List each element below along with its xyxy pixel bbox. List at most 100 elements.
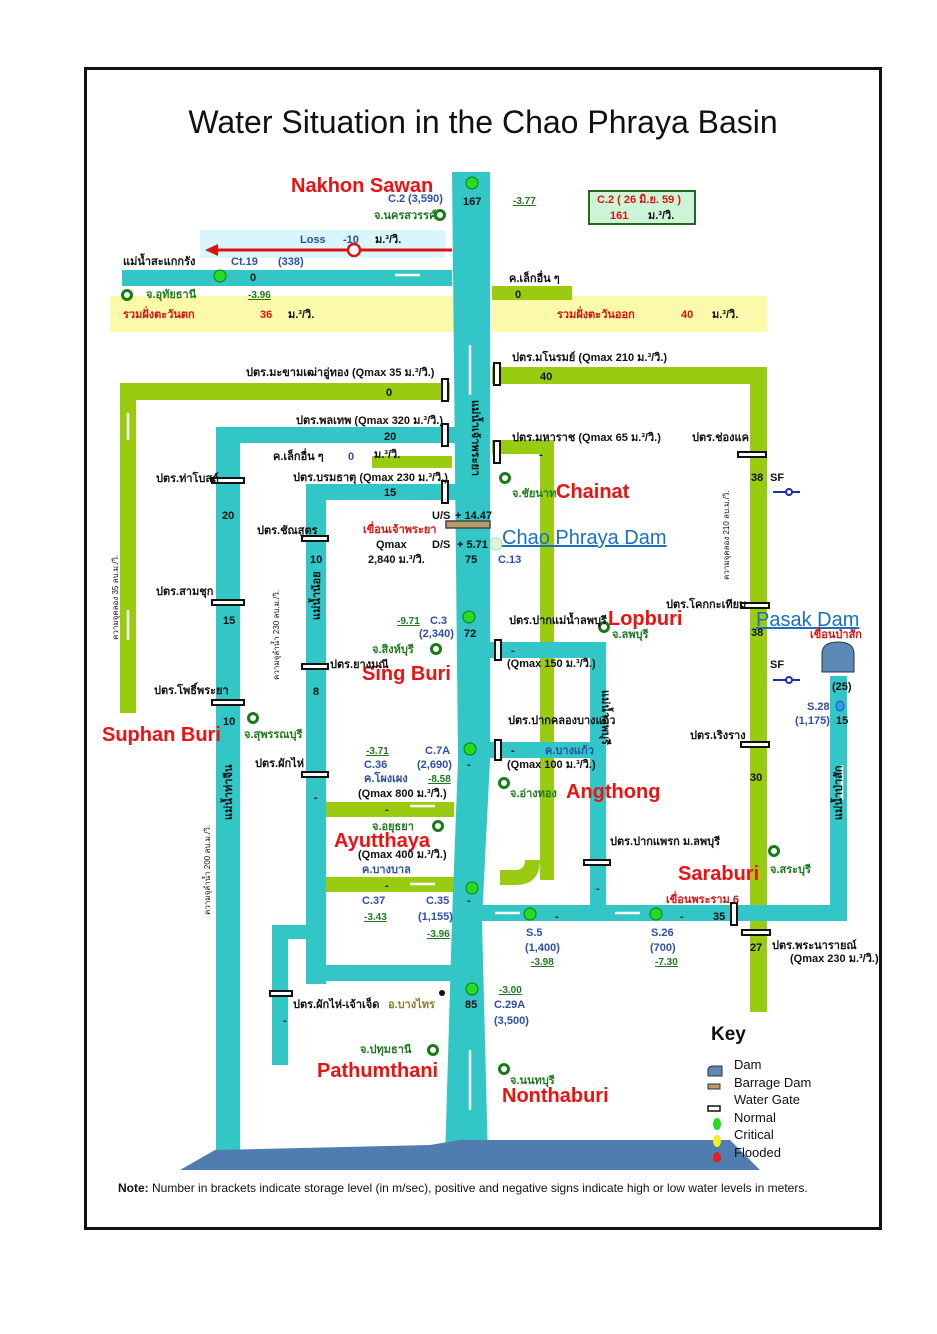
west-total-band <box>110 296 455 332</box>
key-item-flooded: Flooded <box>734 1144 781 1160</box>
capacity-west: ความจุคลอง 35 ลบ.ม./วิ. <box>111 555 120 640</box>
city-pathumthani: Pathumthani <box>317 1060 438 1082</box>
province-nonthaburi-icon <box>498 1063 510 1075</box>
gate-sisuk-name: ปตร.ชัณสูตร <box>257 524 318 538</box>
east-total-value: 40 <box>681 309 693 321</box>
gate-manorom-flow: 40 <box>540 371 552 383</box>
c2-province: จ.นครสวรรค์ <box>374 209 436 222</box>
link-chao-phraya-dam[interactable]: Chao Phraya Dam <box>502 527 667 549</box>
c2-code: C.2 <box>388 193 405 205</box>
pasak-dam-icon[interactable] <box>821 641 855 673</box>
key-list: Dam Barrage Dam Water Gate Normal Critic… <box>734 1056 811 1161</box>
c35-storage: (1,155) <box>418 911 453 923</box>
loss-label: Loss <box>300 234 326 246</box>
water-gate-icon[interactable] <box>494 639 502 661</box>
s26-code: S.26 <box>651 927 674 939</box>
water-gate-icon[interactable] <box>211 599 245 606</box>
city-nonthaburi: Nonthaburi <box>502 1085 609 1107</box>
c37-level: -3.43 <box>364 912 387 923</box>
gate-phranarai-name: ปตร.พระนารายณ์ <box>772 939 857 952</box>
capacity-noi: ความจุลำน้ำ 230 ลบ.ม./วิ. <box>270 590 281 680</box>
water-gates[interactable] <box>211 362 771 997</box>
water-gate-icon[interactable] <box>493 440 501 464</box>
c35-level: -3.96 <box>427 929 450 940</box>
gate-phophraya-flow: 10 <box>223 716 235 728</box>
c3-level: -9.71 <box>397 616 420 627</box>
gate-samchuk-flow: 15 <box>223 615 235 627</box>
province-saraburi-icon <box>768 845 780 857</box>
water-gate-icon[interactable] <box>211 699 245 706</box>
gate-yangmanee-name: ปตร.ยางมณี <box>330 658 389 671</box>
west-total-unit: ม.³/วิ. <box>288 308 314 321</box>
city-lopburi: Lopburi <box>608 608 682 630</box>
city-ayutthaya: Ayutthaya <box>334 830 431 852</box>
gate-lopburi-town-flow: - <box>596 883 600 895</box>
dam-us-label: U/S <box>432 510 450 522</box>
gate-makham-name: ปตร.มะขามเฒ่าอู่ทอง (Qmax 35 ม.³/วิ.) <box>246 366 435 380</box>
province-suphan-label: จ.สุพรรณบุรี <box>244 728 302 742</box>
gate-bangkaeo-qmax: (Qmax 100 ม.³/วิ.) <box>507 758 596 771</box>
c2-box-value: 161 <box>610 210 628 222</box>
water-gate-icon[interactable] <box>211 477 245 484</box>
water-gate-icon[interactable] <box>737 451 767 458</box>
water-gate-icon[interactable] <box>493 362 501 386</box>
water-gate-icon[interactable] <box>301 535 329 542</box>
water-gate-icon[interactable] <box>730 902 738 926</box>
gate-phakhai-chaochet-name: ปตร.ผักไห่-เจ้าเจ็ด <box>293 997 379 1011</box>
gate-khokkathiam-sf: SF <box>770 659 784 671</box>
c3-flow: 72 <box>464 628 476 640</box>
dam-flow: 75 <box>465 554 477 566</box>
gate-lopburi-mouth-name: ปตร.ปากแม่น้ำลพบุรี <box>509 612 607 628</box>
water-gate-icon[interactable] <box>441 480 449 504</box>
gate-phakhai-flow: - <box>314 792 318 804</box>
capacity-east: ความจุคลอง 210 ลบ.ม./วิ. <box>722 490 731 580</box>
c29a-level: -3.00 <box>499 985 522 996</box>
red-dot-icon <box>713 1152 721 1162</box>
c35-code: C.35 <box>426 895 449 907</box>
c3-province: จ.สิงห์บุรี <box>372 643 414 657</box>
bangban-qmax: (Qmax 400 ม.³/วิ.) <box>358 848 447 861</box>
station-c13-icon <box>489 537 503 551</box>
province-suphan-icon <box>247 712 259 724</box>
water-gate-icon[interactable] <box>494 739 502 761</box>
east-total-label: รวมฝั่งตะวันออก <box>557 306 635 321</box>
c36-canal: ค.โผงเผง <box>364 771 408 785</box>
water-gate-icon[interactable] <box>269 990 293 997</box>
gate-bangkaeo-name: ปตร.ปากคลองบางแก้ว <box>508 714 615 727</box>
station-s28-icon <box>835 700 845 712</box>
s26-storage: (700) <box>650 942 676 954</box>
water-gate-icon[interactable] <box>301 663 329 670</box>
gate-chongkhae-flow: 38 <box>751 472 763 484</box>
footnote: Note: Number in brackets indicate storag… <box>118 1176 858 1200</box>
chao-phraya-barrage-icon[interactable] <box>445 520 491 529</box>
small-canal-west-flow: 0 <box>348 451 354 463</box>
gate-manorom-name: ปตร.มโนรมย์ (Qmax 210 ม.³/วิ.) <box>512 350 667 364</box>
small-canal-west-name: ค.เล็กอื่น ๆ <box>273 448 324 463</box>
c29a-flow: 85 <box>465 999 477 1011</box>
water-gate-icon <box>707 1105 721 1112</box>
c13-code: C.13 <box>498 554 521 566</box>
water-gate-icon[interactable] <box>740 602 770 609</box>
water-gate-icon[interactable] <box>441 378 449 402</box>
water-gate-icon[interactable] <box>441 423 449 447</box>
water-gate-icon[interactable] <box>741 929 771 936</box>
gate-khokkathiam-flow: 38 <box>751 627 763 639</box>
c36-level: -8.58 <box>428 774 451 785</box>
link-pasak-dam[interactable]: Pasak Dam <box>756 609 859 631</box>
water-gate-icon[interactable] <box>583 859 611 866</box>
c2-flow: 167 <box>463 196 481 208</box>
c36-qmax: (Qmax 800 ม.³/วิ.) <box>358 787 447 800</box>
gate-lopburi-mouth-qmax: (Qmax 150 ม.³/วิ.) <box>507 657 596 670</box>
gate-phakhai-name: ปตร.ผักไห่ <box>255 756 304 770</box>
small-canal-west-unit: ม.³/วิ. <box>374 448 400 461</box>
city-suphan-buri: Suphan Buri <box>102 724 221 746</box>
dam-name: เขื่อนเจ้าพระยา <box>363 521 436 536</box>
water-gate-icon[interactable] <box>740 741 770 748</box>
station-c3-normal-icon <box>462 610 476 624</box>
loss-band <box>200 230 445 258</box>
station-c2-normal-icon <box>465 176 479 190</box>
c2-level: -3.77 <box>513 196 536 207</box>
capacity-thachin: ความจุลำน้ำ 200 ลบ.ม./วิ. <box>201 825 212 915</box>
water-gate-icon[interactable] <box>301 771 329 778</box>
